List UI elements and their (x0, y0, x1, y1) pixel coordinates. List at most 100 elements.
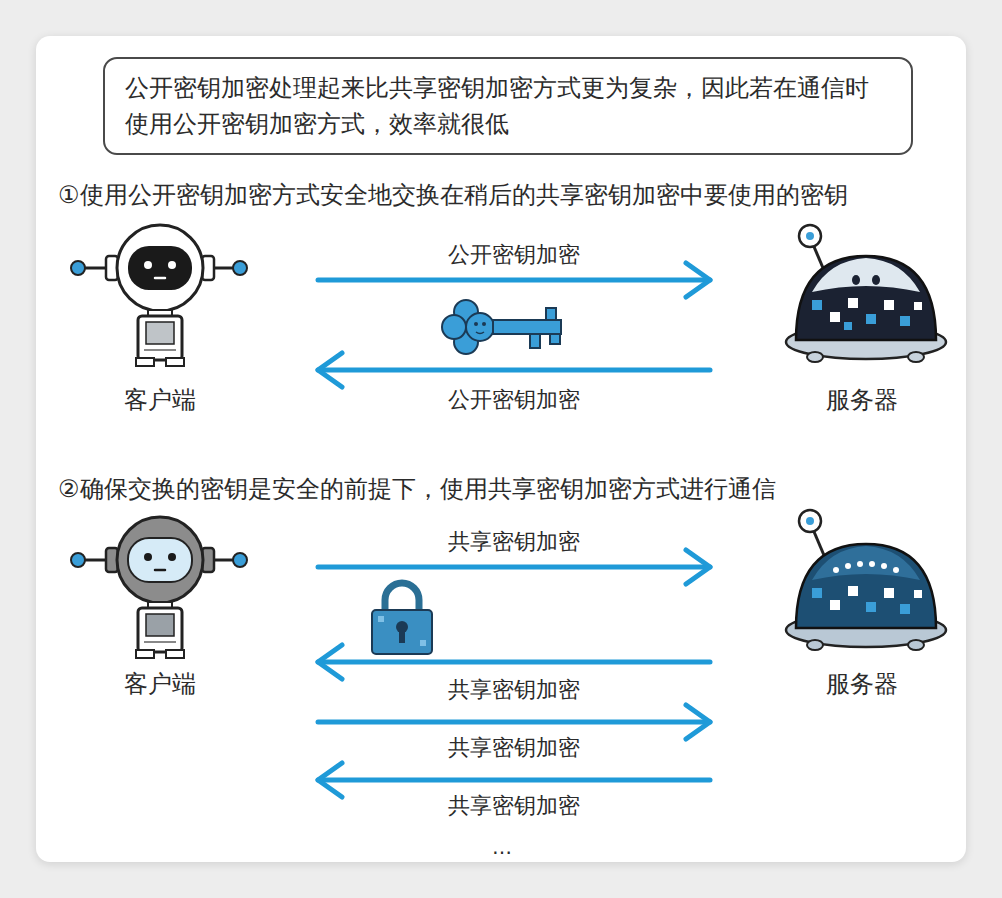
client-robot-part (146, 322, 174, 344)
server-robot-part (812, 258, 920, 292)
arrow-connector (318, 645, 710, 679)
lock-icon-part (399, 629, 405, 643)
server-robot-part (900, 604, 910, 614)
client-robot-part (136, 358, 154, 366)
server-robot-part (830, 600, 840, 610)
key-icon-part (474, 322, 478, 326)
server-robot-part (914, 590, 922, 598)
arrow-connector (318, 550, 710, 584)
client-robot-part (233, 261, 247, 275)
client-robot-part (144, 641, 176, 643)
arrow-connector (318, 705, 710, 739)
server-robot (786, 510, 946, 650)
arrow-head (686, 705, 710, 739)
server-robot-part (881, 563, 887, 569)
client-robot-part (168, 261, 176, 269)
client-robot-part (128, 538, 192, 582)
device-label: 客户端 (124, 386, 196, 414)
arrow-line (318, 660, 710, 665)
client-robot-part (166, 358, 184, 366)
server-robot-part (872, 275, 880, 285)
key-icon-part (530, 334, 540, 348)
client-robot-part (144, 349, 176, 351)
key-icon-part (550, 334, 560, 344)
server-robot-part (908, 640, 924, 650)
arrow-head (318, 763, 342, 797)
client-robot-part (136, 650, 154, 658)
server-robot-part (844, 322, 852, 330)
client-robot-part (117, 517, 203, 603)
server-robot-part (812, 300, 822, 310)
arrow-label: 共享密钥加密 (445, 529, 583, 555)
client-robot-part (168, 553, 176, 561)
device-node: 客户端 (60, 225, 318, 420)
arrow-head (318, 645, 342, 679)
device-label: 服务器 (826, 386, 898, 414)
server-robot-part (869, 561, 875, 567)
client-robot-part (146, 614, 174, 636)
device-label: 服务器 (826, 670, 898, 698)
arrow-line (318, 565, 710, 570)
server-robot-part (884, 300, 894, 310)
server-robot-part (852, 275, 860, 285)
arrow-connector (318, 353, 710, 387)
server-robot-part (884, 588, 894, 598)
client-robot-part (138, 608, 182, 652)
key-icon-part (466, 313, 494, 341)
arrow-head (686, 550, 710, 584)
lock-icon-part (372, 610, 432, 654)
arrow-line (318, 778, 710, 783)
arrow-label: 共享密钥加密 (445, 677, 583, 703)
client-robot-part (138, 316, 182, 360)
server-robot-part (812, 588, 822, 598)
client-robot-part (71, 553, 85, 567)
server-robot-part (807, 640, 823, 650)
lock-icon (372, 583, 432, 654)
arrow-connector (318, 263, 710, 297)
arrow-line (318, 278, 710, 283)
server-robot-part (807, 352, 823, 362)
server-robot-part (799, 225, 821, 247)
client-robot-part (155, 569, 165, 572)
client-robot-part (128, 246, 192, 290)
lock-icon-part (378, 616, 384, 622)
note-box: 公开密钥加密处理起来比共享密钥加密方式更为复杂，因此若在通信时使用公开密钥加密方… (103, 57, 913, 155)
server-robot (786, 225, 946, 362)
client-robot-part (144, 553, 152, 561)
server-robot-part (799, 510, 821, 532)
client-robot (71, 517, 247, 658)
client-robot-part (166, 650, 184, 658)
arrow-head (686, 263, 710, 297)
arrow-line (318, 368, 710, 373)
server-robot-part (857, 561, 863, 567)
key-icon-part (442, 315, 466, 339)
server-robot-part (845, 563, 851, 569)
client-robot-part (155, 277, 165, 280)
server-robot-part (812, 546, 920, 580)
device-label: 客户端 (124, 670, 196, 698)
step-heading: ①使用公开密钥加密方式安全地交换在稍后的共享密钥加密中要使用的密钥 (58, 180, 848, 210)
server-robot-part (893, 567, 899, 573)
client-robot-part (144, 261, 152, 269)
server-robot-part (796, 256, 936, 340)
server-robot-part (833, 567, 839, 573)
server-robot-part (806, 232, 814, 240)
device-node: 服务器 (710, 505, 960, 800)
server-robot-part (866, 602, 876, 612)
server-robot-part (848, 298, 858, 308)
server-robot-part (806, 517, 814, 525)
device-node: 服务器 (710, 220, 960, 420)
key-icon-part (476, 332, 484, 334)
server-robot-part (866, 314, 876, 324)
key-icon-part (493, 320, 561, 334)
device-node: 客户端 (60, 510, 318, 800)
key-icon (442, 300, 561, 354)
ellipsis-mark: … (492, 832, 512, 862)
client-robot-part (117, 225, 203, 311)
server-robot-part (914, 302, 922, 310)
arrow-label: 公开密钥加密 (445, 242, 583, 268)
server-robot-part (796, 544, 936, 628)
key-icon-part (482, 322, 486, 326)
arrow-label: 共享密钥加密 (445, 735, 583, 761)
